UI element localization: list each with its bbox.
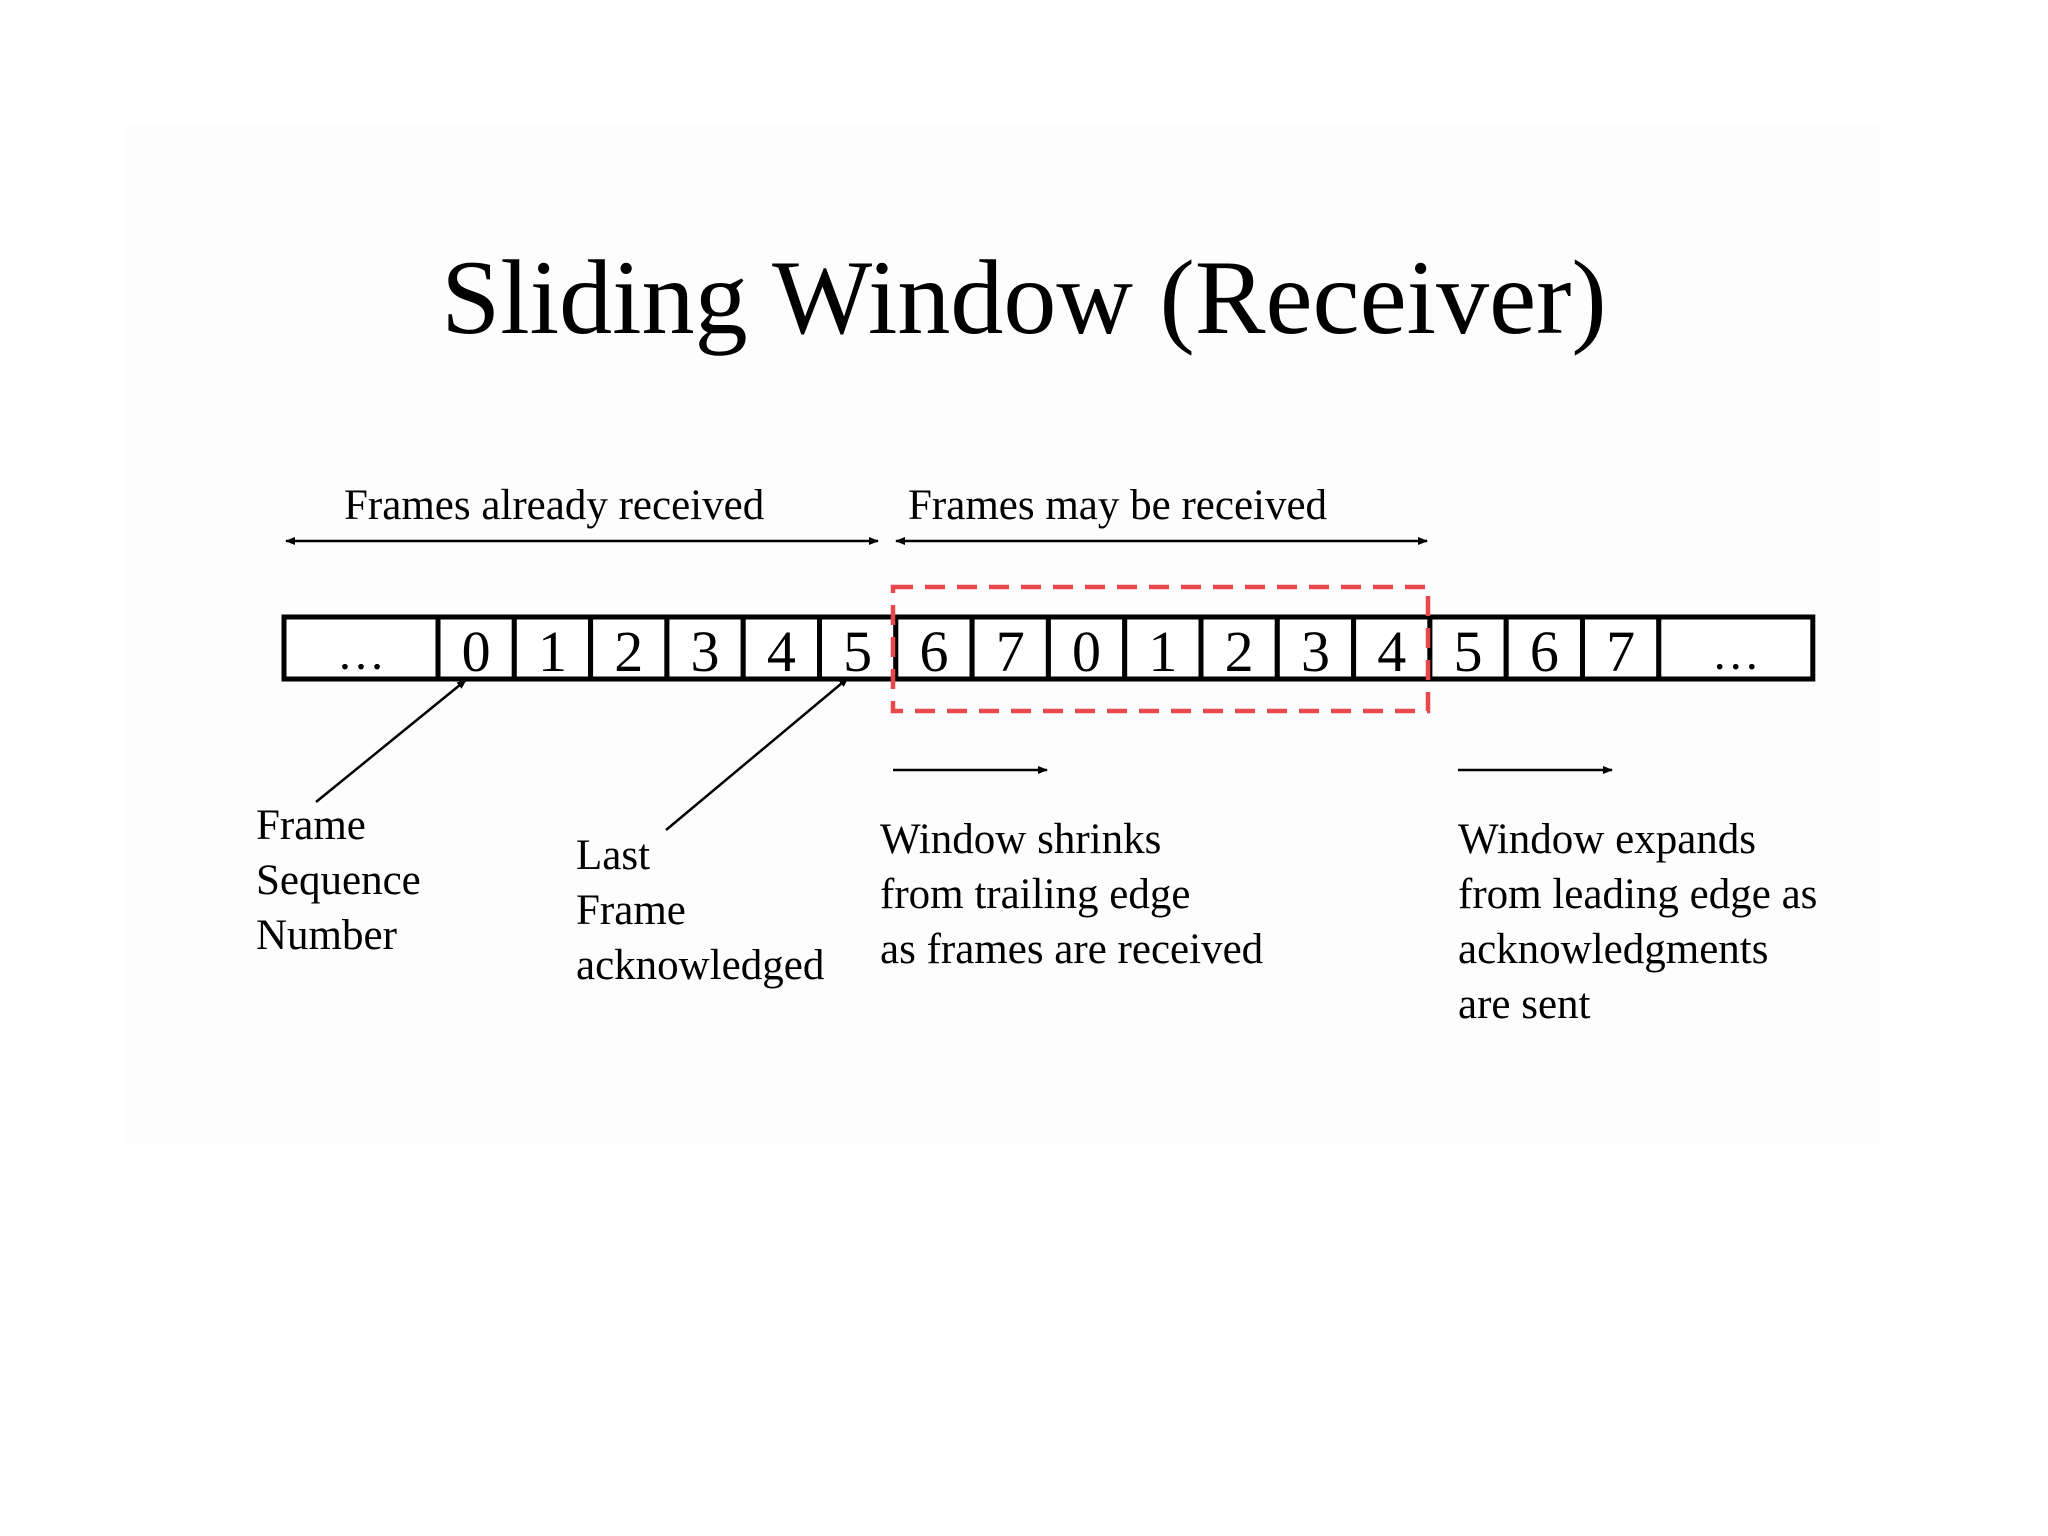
- sequence-ellipsis-label: …: [337, 627, 385, 680]
- sequence-number-label: 4: [767, 619, 796, 684]
- sequence-number-label: 5: [843, 619, 872, 684]
- sequence-cell: [1274, 614, 1357, 682]
- sequence-number-label: 2: [614, 619, 643, 684]
- sequence-cell: [969, 614, 1051, 682]
- receive-window-outline: [890, 584, 1431, 714]
- window-shrinks-label: Window shrinks from trailing edge as fra…: [880, 816, 1264, 973]
- frames-may-be-received-label: Frames may be received: [908, 482, 1328, 529]
- sequence-number-label: 1: [538, 619, 567, 684]
- sequence-number-label: 4: [1377, 619, 1406, 684]
- page-title: Sliding Window (Receiver): [441, 239, 1607, 356]
- sequence-number-label: 0: [1072, 619, 1101, 684]
- sequence-cell: [1122, 614, 1204, 682]
- sequence-cell: [1198, 614, 1280, 682]
- sequence-number-label: 2: [1225, 619, 1254, 684]
- frame-sequence-pointer-arrow: [315, 679, 467, 803]
- sequence-ellipsis-cell: [281, 614, 441, 682]
- frame-sequence-number-label: Frame Sequence Number: [256, 802, 421, 959]
- window-expands-label: Window expands from leading edge as ackn…: [1458, 816, 1818, 1028]
- last-frame-pointer-arrow: [665, 677, 849, 831]
- sequence-cell: [1351, 614, 1433, 682]
- sequence-number-label: 3: [691, 619, 720, 684]
- sequence-cell: [435, 614, 517, 682]
- sequence-cell: [893, 614, 975, 682]
- sequence-number-label: 0: [462, 619, 491, 684]
- sequence-ellipsis-cell: [1656, 614, 1816, 682]
- sequence-cell: [817, 614, 899, 682]
- sequence-cell: [740, 614, 823, 682]
- frames-already-received-label: Frames already received: [344, 482, 765, 529]
- sequence-number-label: 7: [1606, 619, 1635, 684]
- sequence-number-label: 5: [1454, 619, 1483, 684]
- sequence-cell: [1580, 614, 1662, 682]
- last-frame-acknowledged-label: Last Frame acknowledged: [576, 832, 825, 989]
- sequence-number-label: 3: [1301, 619, 1330, 684]
- sequence-ellipsis-label: …: [1712, 627, 1760, 680]
- sequence-number-label: 6: [1530, 619, 1559, 684]
- sequence-cell: [1503, 614, 1585, 682]
- sequence-number-label: 7: [996, 619, 1025, 684]
- sequence-number-label: 1: [1148, 619, 1177, 684]
- sequence-number-label: 6: [919, 619, 948, 684]
